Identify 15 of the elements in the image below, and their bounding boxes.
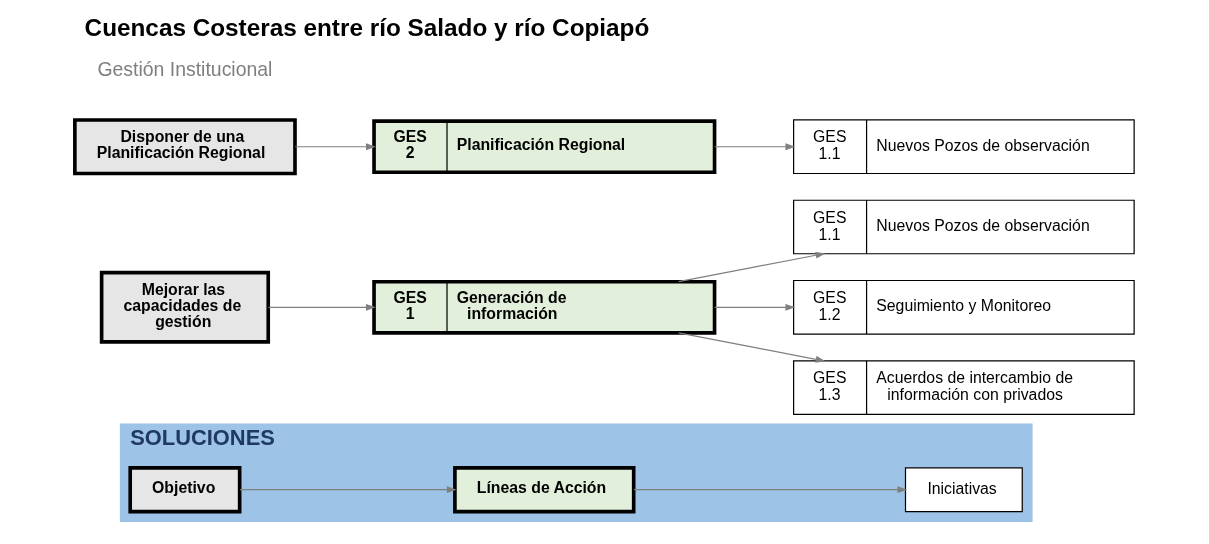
node-box: Mejorar las capacidades de gestión xyxy=(99,270,271,344)
arrow xyxy=(633,486,908,494)
arrow xyxy=(267,303,376,311)
node-box: Iniciativas xyxy=(904,467,1023,513)
arrow xyxy=(239,486,457,494)
node-box: Disponer de una Planificación Regional xyxy=(73,118,297,176)
arrow xyxy=(678,332,826,363)
arrow xyxy=(678,251,826,283)
arrow xyxy=(294,143,376,151)
diagram-title: Cuencas Costeras entre río Salado y río Copiapó xyxy=(84,14,650,42)
node-box: Líneas de Acción xyxy=(453,465,636,514)
arrow xyxy=(714,143,796,151)
arrow xyxy=(714,303,796,311)
label: Gestión Institucional xyxy=(97,57,273,80)
node-box: Objetivo xyxy=(128,465,242,514)
